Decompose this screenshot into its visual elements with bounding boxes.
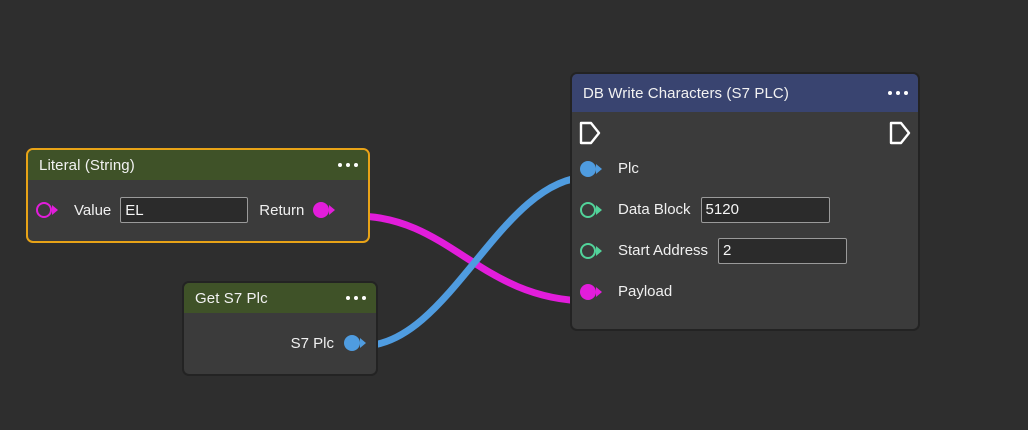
node-body-get-s7-plc: S7 Plc (184, 313, 376, 373)
ellipsis-icon[interactable] (878, 91, 908, 95)
row-start-address: Start Address (572, 230, 918, 271)
label-start-address: Start Address (618, 242, 709, 259)
green-hollow-port-icon[interactable] (580, 200, 604, 220)
start-address-input[interactable] (718, 237, 848, 264)
node-title-db-write-characters: DB Write Characters (S7 PLC) (583, 84, 789, 102)
node-body-literal-string: Value Return (28, 180, 368, 240)
label-data-block: Data Block (618, 201, 691, 218)
row-plc: Plc (572, 148, 918, 189)
value-input[interactable] (120, 197, 249, 223)
node-get-s7-plc[interactable]: Get S7 Plc S7 Plc (182, 281, 378, 376)
node-header-db-write-characters[interactable]: DB Write Characters (S7 PLC) (572, 74, 918, 112)
magenta-hollow-port-icon[interactable] (36, 200, 60, 220)
label-return: Return (259, 201, 305, 219)
ellipsis-icon[interactable] (328, 163, 358, 167)
magenta-filled-port-icon[interactable] (313, 200, 337, 220)
node-title-get-s7-plc: Get S7 Plc (195, 289, 268, 307)
blue-filled-port-icon[interactable] (580, 159, 604, 179)
green-hollow-port-icon[interactable] (580, 241, 604, 261)
blue-filled-port-icon[interactable] (344, 333, 368, 353)
label-s7-plc: S7 Plc (290, 334, 334, 352)
node-body-db-write-characters: Plc Data Block Start Address (572, 112, 918, 312)
node-literal-string[interactable]: Literal (String) Value Return (26, 148, 370, 243)
label-plc: Plc (618, 160, 639, 177)
row-literal-value: Value Return (28, 180, 368, 240)
magenta-filled-port-icon[interactable] (580, 282, 604, 302)
ellipsis-icon[interactable] (336, 296, 366, 300)
node-header-get-s7-plc[interactable]: Get S7 Plc (184, 283, 376, 313)
label-payload: Payload (618, 283, 673, 300)
exec-arrow-icon-in[interactable] (578, 120, 602, 151)
exec-row (572, 112, 918, 148)
node-db-write-characters[interactable]: DB Write Characters (S7 PLC) (570, 72, 920, 331)
node-header-literal-string[interactable]: Literal (String) (28, 150, 368, 180)
row-s7-plc-output: S7 Plc (184, 313, 376, 373)
row-payload: Payload (572, 271, 918, 312)
exec-arrow-icon-out[interactable] (888, 120, 912, 151)
row-data-block: Data Block (572, 189, 918, 230)
label-value: Value (74, 201, 112, 219)
node-title-literal-string: Literal (String) (39, 156, 135, 174)
wire-literal-return-to-payload (352, 212, 592, 305)
data-block-input[interactable] (700, 196, 830, 223)
wire-get-s7-plc-to-plc (358, 173, 592, 350)
